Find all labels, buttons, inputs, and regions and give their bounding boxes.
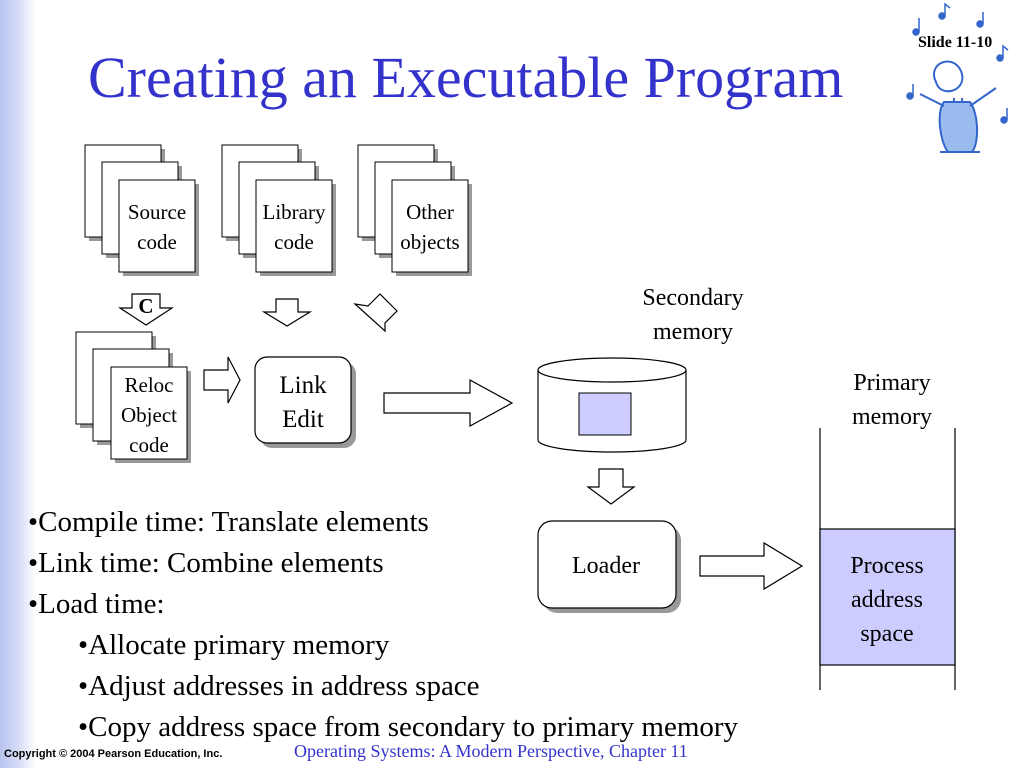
primary-memory-label: memory — [852, 404, 932, 430]
list-item: •Compile time: Translate elements — [28, 506, 429, 538]
compile-arrow-icon — [117, 293, 175, 326]
objects-arrow-icon — [353, 293, 398, 333]
to-loader-arrow-icon — [586, 468, 636, 505]
secondary-memory-label: memory — [653, 319, 733, 345]
other-objects-label: Other — [406, 200, 454, 224]
primary-memory-column: Process address space — [819, 428, 956, 690]
to-secondary-arrow-icon — [383, 378, 514, 428]
source-code-label: code — [137, 230, 177, 254]
library-arrow-icon — [261, 298, 313, 327]
secondary-memory-label: Secondary — [642, 285, 743, 311]
secondary-memory-cylinder-icon — [537, 357, 687, 453]
other-objects-label: objects — [400, 230, 459, 254]
process-address-space-label: address — [851, 587, 923, 613]
other-objects-stack: Other objects — [357, 144, 472, 276]
library-code-label: code — [274, 230, 314, 254]
to-link-edit-arrow-icon — [203, 356, 241, 404]
to-primary-arrow-icon — [699, 541, 804, 591]
source-code-stack: Source code — [84, 144, 199, 276]
music-notes-figure-icon — [906, 2, 1009, 153]
link-edit-label: Link — [279, 372, 327, 399]
primary-memory-label: Primary — [853, 370, 930, 396]
copyright-notice: Copyright © 2004 Pearson Education, Inc. — [4, 748, 223, 760]
link-edit-label: Edit — [282, 406, 324, 433]
compiler-label: C — [138, 294, 153, 318]
reloc-object-code-label: Object — [121, 403, 177, 427]
process-address-space-label: space — [860, 621, 913, 647]
slide-number: Slide 11-10 — [918, 34, 993, 51]
list-item: •Adjust addresses in address space — [78, 670, 480, 702]
reloc-object-code-label: Reloc — [125, 373, 174, 397]
loader-label: Loader — [572, 553, 640, 579]
reloc-object-code-label: code — [129, 433, 169, 457]
source-code-label: Source — [128, 200, 186, 224]
bullet-list: •Compile time: Translate elements •Link … — [28, 502, 738, 748]
library-code-label: Library — [263, 200, 326, 224]
list-item: •Allocate primary memory — [78, 629, 390, 661]
list-item: •Load time: — [28, 588, 165, 620]
link-edit-box: Link Edit — [254, 356, 356, 448]
loader-box: Loader — [537, 520, 681, 613]
library-code-stack: Library code — [221, 144, 336, 276]
reloc-object-code-stack: Reloc Object code — [75, 331, 191, 463]
footer-book-title: Operating Systems: A Modern Perspective,… — [294, 741, 688, 761]
sidebar-gradient — [0, 0, 36, 768]
list-item: •Link time: Combine elements — [28, 547, 384, 579]
list-item: •Copy address space from secondary to pr… — [78, 711, 739, 743]
process-address-space-label: Process — [850, 553, 923, 579]
slide-title: Creating an Executable Program — [88, 45, 844, 110]
